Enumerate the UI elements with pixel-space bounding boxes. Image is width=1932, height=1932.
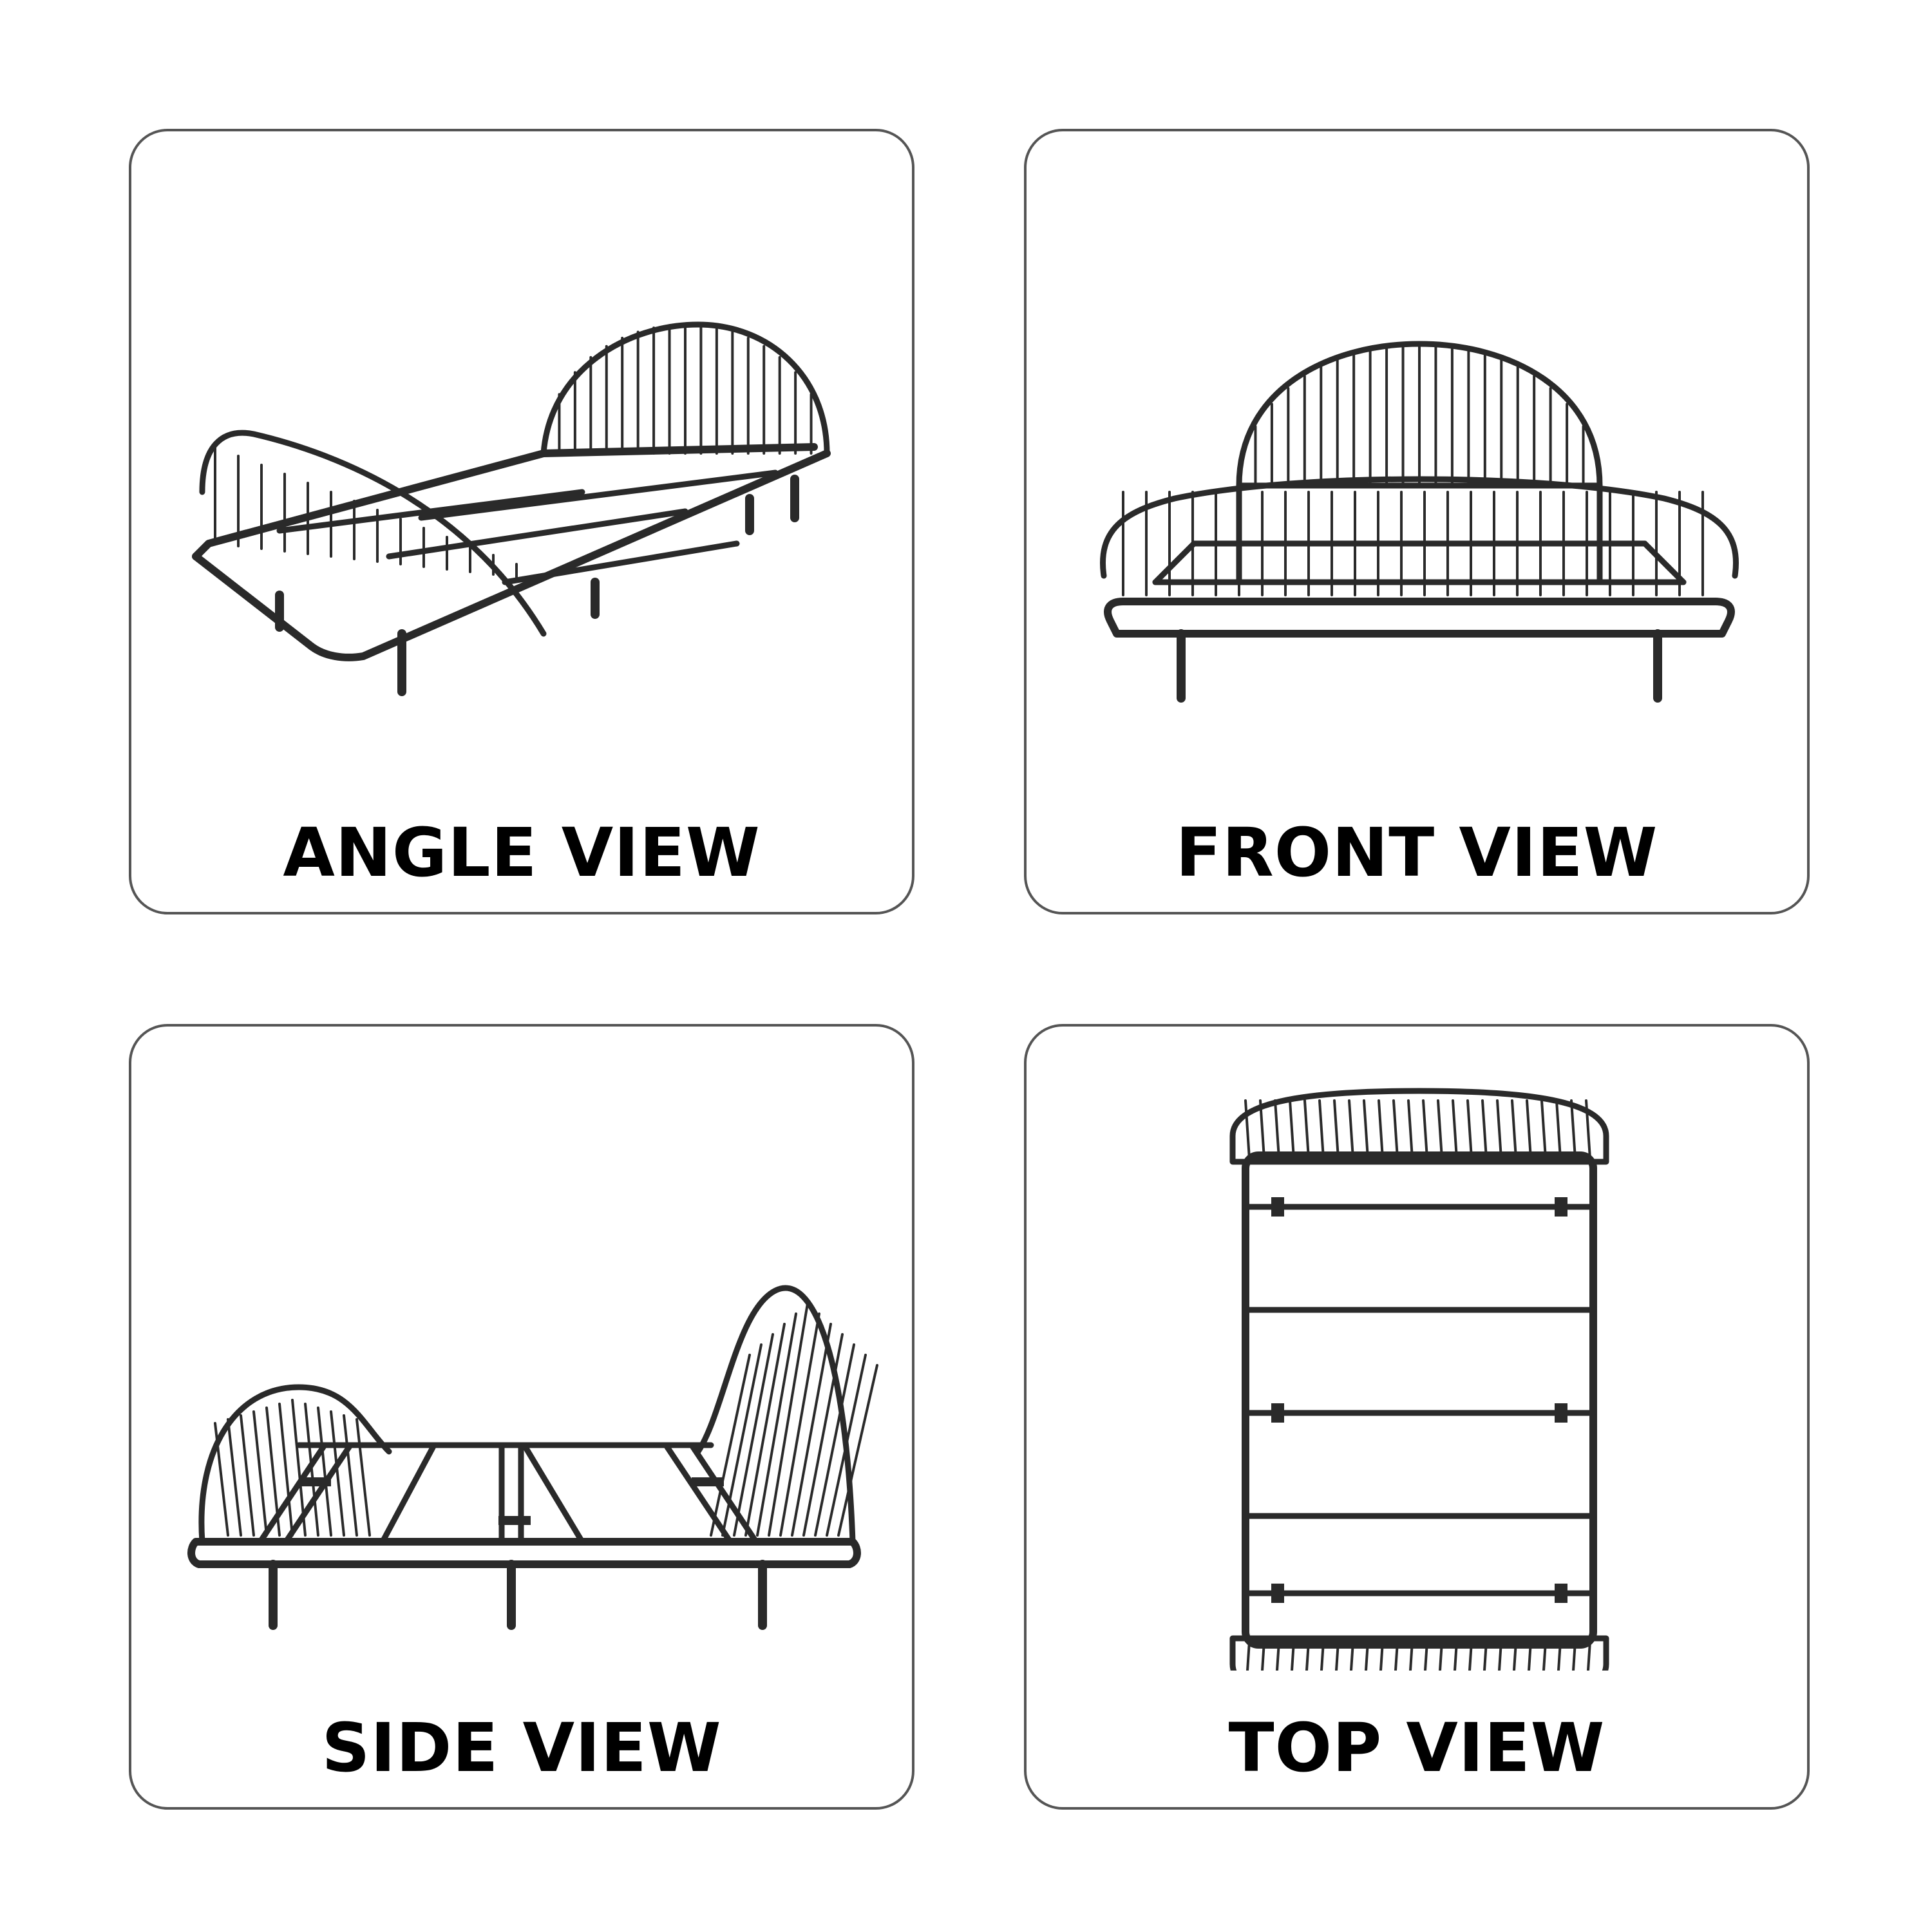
spindle: [1378, 1099, 1384, 1160]
spindle: [1260, 1640, 1265, 1671]
spindle: [1334, 1640, 1340, 1671]
spindle: [1423, 1640, 1428, 1671]
spindle: [330, 1410, 345, 1537]
spindle: [1482, 1640, 1488, 1671]
spindle: [1275, 1640, 1280, 1671]
bed-frame-top-illustration: [1229, 1088, 1609, 1671]
spindle: [1259, 1099, 1265, 1160]
spindle: [1408, 1640, 1414, 1671]
spindle: [1245, 1640, 1251, 1671]
spindle: [1379, 1640, 1384, 1671]
spindle: [1290, 1640, 1295, 1671]
spindle: [1274, 1099, 1280, 1160]
spindle: [1511, 1099, 1517, 1160]
spindle: [1305, 1640, 1310, 1671]
spindle: [1586, 1640, 1591, 1671]
spindle: [1540, 1099, 1547, 1160]
spindle: [1348, 1099, 1354, 1160]
spindle: [1437, 1099, 1443, 1160]
spindle: [733, 1333, 774, 1537]
angle-view-panel: ANGLE VIEW: [129, 129, 914, 914]
spindle: [1526, 1099, 1532, 1160]
spindle: [1394, 1640, 1399, 1671]
spindle: [779, 1312, 820, 1537]
spindle: [278, 1403, 294, 1537]
spindle: [826, 1354, 867, 1537]
spindle: [1466, 1099, 1473, 1160]
spindle: [1422, 1099, 1428, 1160]
front-view-label: FRONT VIEW: [1175, 813, 1658, 892]
spindle: [710, 1354, 751, 1537]
spindle: [1452, 1099, 1458, 1160]
spindle: [1468, 1640, 1473, 1671]
spindle: [1453, 1640, 1458, 1671]
spindle: [1333, 1099, 1340, 1160]
spindle: [744, 1323, 786, 1537]
spindle: [252, 1410, 268, 1537]
spindle: [768, 1302, 809, 1537]
top-view-panel: TOP VIEW: [1024, 1024, 1810, 1810]
top-view-label: TOP VIEW: [1228, 1709, 1605, 1787]
spindle: [1438, 1640, 1443, 1671]
spindle: [214, 1422, 229, 1537]
spindle: [1392, 1099, 1399, 1160]
side-view-label: SIDE VIEW: [321, 1709, 722, 1787]
spindle: [756, 1312, 797, 1537]
spindle: [1303, 1099, 1310, 1160]
spindle: [1557, 1640, 1562, 1671]
spindle: [240, 1414, 255, 1537]
spindle: [1349, 1640, 1354, 1671]
spindle: [1570, 1099, 1577, 1160]
spindle: [1407, 1099, 1414, 1160]
spindle: [1512, 1640, 1517, 1671]
bed-frame-angle-illustration: [192, 321, 831, 696]
spindle: [1244, 1099, 1251, 1160]
spindle: [317, 1406, 332, 1537]
spindle: [791, 1323, 832, 1537]
angle-view-label: ANGLE VIEW: [283, 813, 761, 892]
bed-frame-front-illustration: [1100, 341, 1739, 703]
spindle: [1555, 1099, 1562, 1160]
spindle: [802, 1333, 844, 1537]
spindle: [1585, 1099, 1591, 1160]
spindle: [1497, 1640, 1502, 1671]
side-view-panel: SIDE VIEW: [129, 1024, 914, 1810]
spindle: [355, 1418, 371, 1537]
spindle: [1320, 1640, 1325, 1671]
spindle: [814, 1343, 855, 1537]
spindle: [1289, 1099, 1295, 1160]
spindle: [1527, 1640, 1532, 1671]
spindle: [343, 1414, 358, 1537]
spindle: [1542, 1640, 1547, 1671]
spindle: [1364, 1640, 1369, 1671]
spindle: [1363, 1099, 1369, 1160]
spindle: [1496, 1099, 1502, 1160]
spindle: [1481, 1099, 1488, 1160]
spindle: [1318, 1099, 1325, 1160]
spindle: [1571, 1640, 1577, 1671]
bed-frame-side-illustration: [187, 1285, 878, 1630]
spindle: [227, 1418, 242, 1537]
front-view-panel: FRONT VIEW: [1024, 129, 1810, 914]
spindle: [837, 1364, 878, 1537]
